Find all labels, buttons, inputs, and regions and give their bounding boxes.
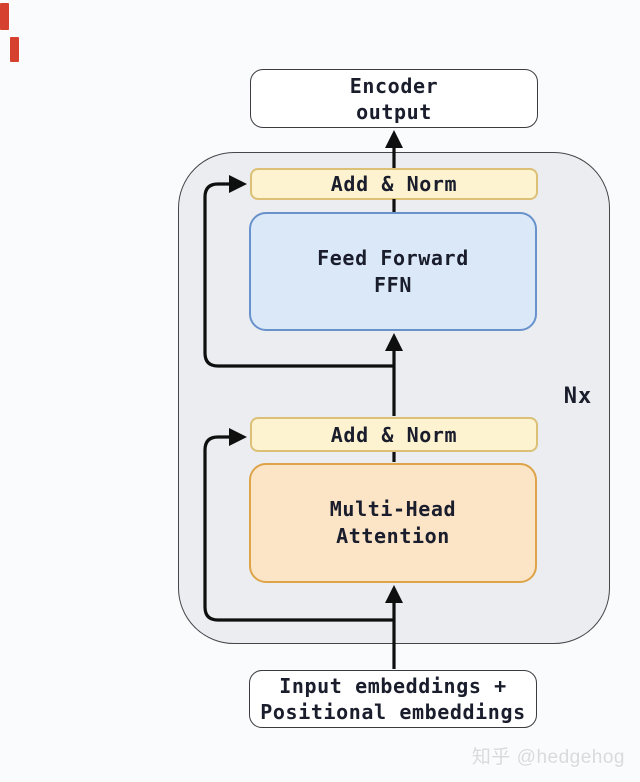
- red-marker-bottom: [10, 37, 19, 62]
- red-marker-top: [0, 3, 9, 30]
- input-embeddings-box: Input embeddings + Positional embeddings: [249, 670, 537, 728]
- add-norm-bottom-label: Add & Norm: [330, 422, 458, 447]
- add-norm-top-label: Add & Norm: [330, 172, 458, 196]
- attention-line2: Attention: [336, 524, 450, 548]
- loop-count-label: Nx: [563, 384, 593, 409]
- encoder-output-box: Encoder output: [250, 69, 538, 128]
- arrowhead-into-encoder-output: [385, 130, 403, 148]
- watermark: 知乎 @hedgehog: [471, 747, 625, 768]
- input-embeddings-line1: Input embeddings +: [279, 674, 507, 698]
- add-norm-bottom-box: Add & Norm: [250, 417, 538, 452]
- add-norm-top-box: Add & Norm: [250, 168, 538, 200]
- encoder-output-line2: output: [356, 99, 432, 124]
- attention-line1: Multi-Head: [329, 497, 457, 521]
- feed-forward-line1: Feed Forward: [317, 245, 469, 270]
- feed-forward-box: Feed Forward FFN: [249, 212, 537, 331]
- multi-head-attention-box: Multi-Head Attention: [249, 463, 537, 583]
- input-embeddings-line2: Positional embeddings: [260, 700, 526, 724]
- feed-forward-line2: FFN: [374, 272, 412, 297]
- encoder-output-line1: Encoder: [349, 73, 439, 98]
